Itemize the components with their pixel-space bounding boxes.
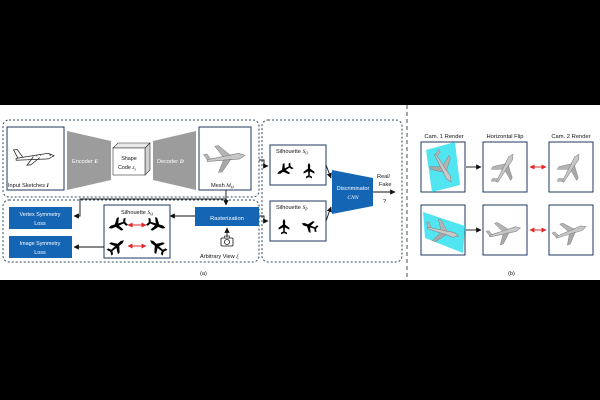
col3-header: Cam. 2 Render (551, 134, 590, 140)
shape-code-label-line2: Code zs (118, 165, 137, 172)
silhouette-theta-box (103, 204, 171, 259)
symmetry-group (2, 199, 260, 263)
panel-a: Input Sketches I Encoder E Shape Code zs… (2, 119, 403, 277)
decoder-label: Decoder D (157, 159, 184, 165)
silhouette-o-to-discriminator-arrow (325, 164, 332, 179)
vertex-symmetry-loss-block (9, 207, 72, 229)
mesh-label: Mesh MΘ (211, 183, 234, 190)
input-sketches-box (6, 126, 65, 191)
silhouette-o-label: Silhouette SO (276, 149, 308, 156)
discriminator-block (332, 170, 373, 214)
silhouette-p-label: Silhouette SP (276, 205, 308, 212)
input-sketches-label: Input Sketches I (8, 183, 50, 189)
real-fake-label-line1: Real/ (377, 174, 391, 180)
shape-code-label-line1: Shape (121, 156, 137, 162)
col2-header: Horizontal Flip (486, 134, 523, 140)
vertex-symmetry-label-line2: Loss (34, 221, 46, 227)
col1-header: Cam. 1 Render (424, 134, 463, 140)
real-fake-label-line2: Fake (379, 182, 391, 188)
encoder-decoder-group (2, 119, 260, 198)
silhouette-p-to-discriminator-arrow (325, 206, 332, 222)
rasterization-label: Rasterization (210, 216, 244, 222)
image-symmetry-label-line2: Loss (34, 250, 46, 256)
question-mark: ? (383, 199, 386, 205)
silhouette-o-box (269, 144, 327, 186)
rasterization-to-silhouette-p-arrow (259, 215, 269, 224)
discriminator-sub-label: CNN (347, 195, 358, 201)
horizontal-flip-box (482, 141, 528, 193)
silhouette-p-box (269, 200, 327, 242)
mesh-to-silhouette-o-arrow (259, 159, 269, 169)
image-symmetry-loss-block (9, 236, 72, 258)
encoder-block (67, 131, 111, 190)
image-symmetry-label-line1: Image Symmetry (20, 241, 61, 247)
discriminator-group (261, 119, 403, 263)
silhouette-theta-label: Silhouette SΘ (121, 210, 153, 217)
decoder-block (153, 131, 196, 190)
shape-code-box (112, 142, 151, 176)
vertex-symmetry-label-line1: Vertex Symmetry (19, 212, 60, 218)
encoder-label: Encoder E (72, 159, 98, 165)
rasterization-block (195, 207, 259, 226)
panel-b-caption: (b) (508, 271, 515, 277)
arbitrary-view-label: Arbitrary View ξ (200, 253, 239, 260)
mesh-to-vertex-loss-arrow (73, 198, 227, 219)
panel-a-caption: (a) (200, 271, 207, 277)
discriminator-label: Discriminator (337, 186, 370, 192)
panel-b: Cam. 1 Render Horizontal Flip Cam. 2 Ren… (420, 134, 594, 277)
